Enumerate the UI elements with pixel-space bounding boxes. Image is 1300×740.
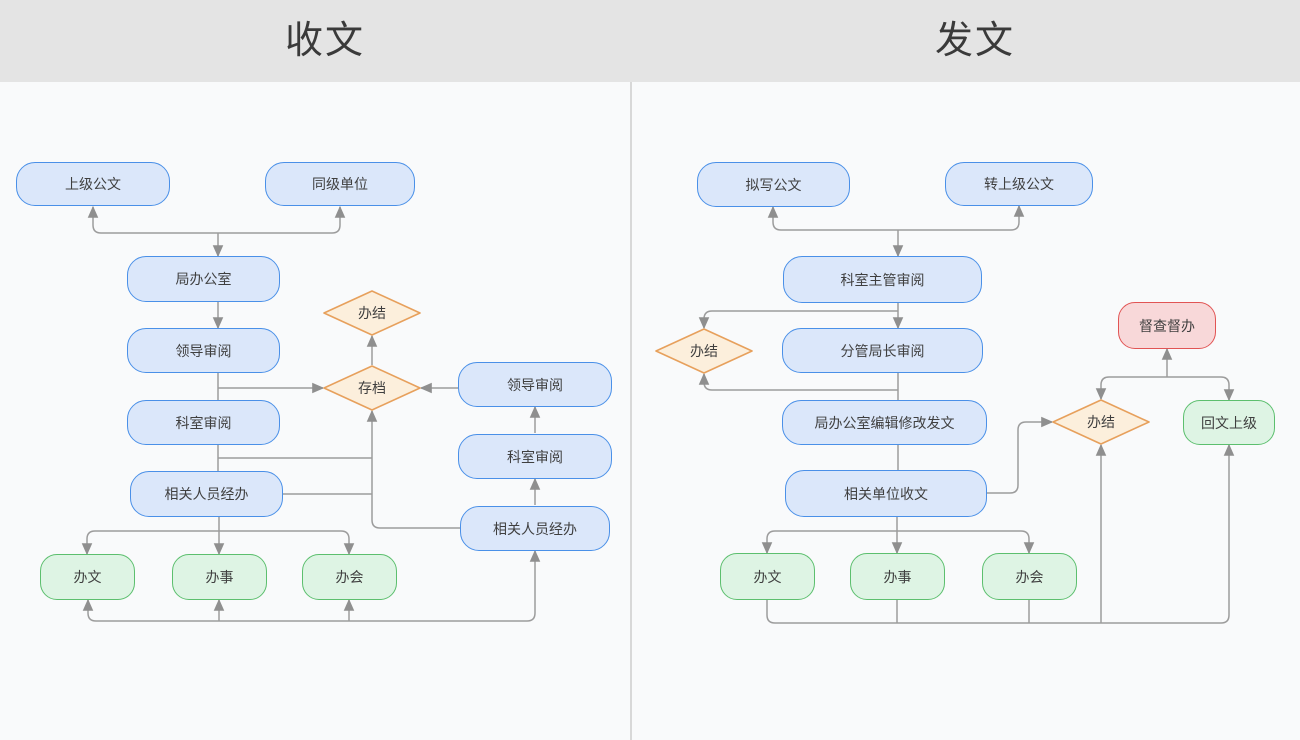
node-shouwen-banwen[interactable]: 办文 <box>40 554 135 600</box>
right-chart-title: 发文 <box>934 20 1015 62</box>
left-connector-15 <box>81 530 218 556</box>
node-shouwen-xiangguan-renyuan-1[interactable]: 相关人员经办 <box>130 471 283 517</box>
right-connector-13 <box>1095 376 1167 401</box>
right-connector-8 <box>987 416 1054 494</box>
left-connector-17 <box>82 549 541 622</box>
node-label: 回文上级 <box>1201 414 1257 431</box>
node-shouwen-cundang[interactable]: 存档 <box>323 365 421 411</box>
node-shouwen-lingdao-shenyue-2[interactable]: 领导审阅 <box>458 362 612 407</box>
node-label: 办文 <box>73 569 102 585</box>
left-connector-16 <box>218 530 355 556</box>
node-fawen-keshi-zhuguan-shenyue[interactable]: 科室主管审阅 <box>783 256 982 303</box>
node-fawen-fenguan-juzhang-shenyue[interactable]: 分管局长审阅 <box>782 328 983 373</box>
right-connector-11 <box>897 530 1035 555</box>
node-label: 拟写公文 <box>745 176 802 193</box>
node-shouwen-banshi[interactable]: 办事 <box>172 554 267 600</box>
right-connector-6 <box>698 372 898 391</box>
node-label: 同级单位 <box>312 176 368 192</box>
node-fawen-xiangguan-danwei-shouwen[interactable]: 相关单位收文 <box>785 470 987 517</box>
node-shouwen-tongji-danwei[interactable]: 同级单位 <box>265 162 415 206</box>
node-shouwen-shangji-gongwen[interactable]: 上级公文 <box>16 162 170 206</box>
node-label: 科室审阅 <box>507 448 563 465</box>
node-fawen-banjie-1[interactable]: 办结 <box>655 328 753 374</box>
node-shouwen-ju-bangongshi[interactable]: 局办公室 <box>127 256 280 302</box>
right-connector-1 <box>898 204 1025 231</box>
node-label: 领导审阅 <box>175 342 232 359</box>
left-chart-title: 收文 <box>284 20 365 62</box>
node-shouwen-keshi-shenyue-2[interactable]: 科室审阅 <box>458 434 612 479</box>
node-label: 领导审阅 <box>507 376 563 393</box>
node-label: 办会 <box>335 569 364 585</box>
node-fawen-ju-bangongshi-bianji[interactable]: 局办公室编辑修改发文 <box>782 400 987 445</box>
node-shouwen-banjie[interactable]: 办结 <box>323 290 421 336</box>
left-connector-9 <box>366 409 460 529</box>
node-label: 相关人员经办 <box>164 486 249 502</box>
node-label: 办事 <box>883 568 912 585</box>
node-label: 存档 <box>358 380 386 396</box>
left-connector-0 <box>87 205 218 234</box>
node-label: 相关人员经办 <box>493 520 577 537</box>
node-label: 局办公室 <box>175 271 232 287</box>
node-label: 分管局长审阅 <box>840 342 925 359</box>
left-connector-1 <box>218 205 346 234</box>
node-fawen-banwen[interactable]: 办文 <box>720 553 815 600</box>
right-connector-15 <box>766 443 1235 624</box>
node-label: 督查督办 <box>1139 317 1195 334</box>
node-shouwen-xiangguan-renyuan-2[interactable]: 相关人员经办 <box>460 506 610 551</box>
title-bar: 收文 发文 <box>0 0 1300 82</box>
node-label: 科室主管审阅 <box>840 271 925 288</box>
node-label: 办文 <box>753 568 782 585</box>
left-title-section: 收文 <box>0 0 650 82</box>
right-connector-0 <box>767 205 898 231</box>
right-connector-10 <box>761 530 897 555</box>
right-connector-4 <box>698 310 898 330</box>
right-title-section: 发文 <box>650 0 1300 82</box>
node-fawen-nixie-gongwen[interactable]: 拟写公文 <box>697 162 850 207</box>
node-label: 办结 <box>358 305 386 321</box>
node-fawen-zhuan-shangji-gongwen[interactable]: 转上级公文 <box>945 162 1093 206</box>
node-fawen-banshi[interactable]: 办事 <box>850 553 945 600</box>
node-fawen-huiwen-shangji[interactable]: 回文上级 <box>1183 400 1275 445</box>
node-label: 办事 <box>205 569 234 585</box>
node-label: 办结 <box>1087 414 1115 430</box>
right-connector-14 <box>1167 376 1235 402</box>
node-fawen-ducha-duban[interactable]: 督查督办 <box>1118 302 1216 349</box>
node-fawen-banhui[interactable]: 办会 <box>982 553 1077 600</box>
node-shouwen-lingdao-shenyue-1[interactable]: 领导审阅 <box>127 328 280 373</box>
node-fawen-banjie-2[interactable]: 办结 <box>1052 399 1150 445</box>
node-shouwen-keshi-shenyue-1[interactable]: 科室审阅 <box>127 400 280 445</box>
node-label: 相关单位收文 <box>844 485 928 502</box>
node-label: 办结 <box>690 343 718 359</box>
node-label: 办会 <box>1015 568 1044 585</box>
panel-divider <box>630 0 632 740</box>
node-label: 上级公文 <box>65 176 121 192</box>
node-label: 科室审阅 <box>175 414 232 431</box>
node-label: 局办公室编辑修改发文 <box>814 414 955 431</box>
node-shouwen-banhui[interactable]: 办会 <box>302 554 397 600</box>
node-label: 转上级公文 <box>984 176 1054 192</box>
